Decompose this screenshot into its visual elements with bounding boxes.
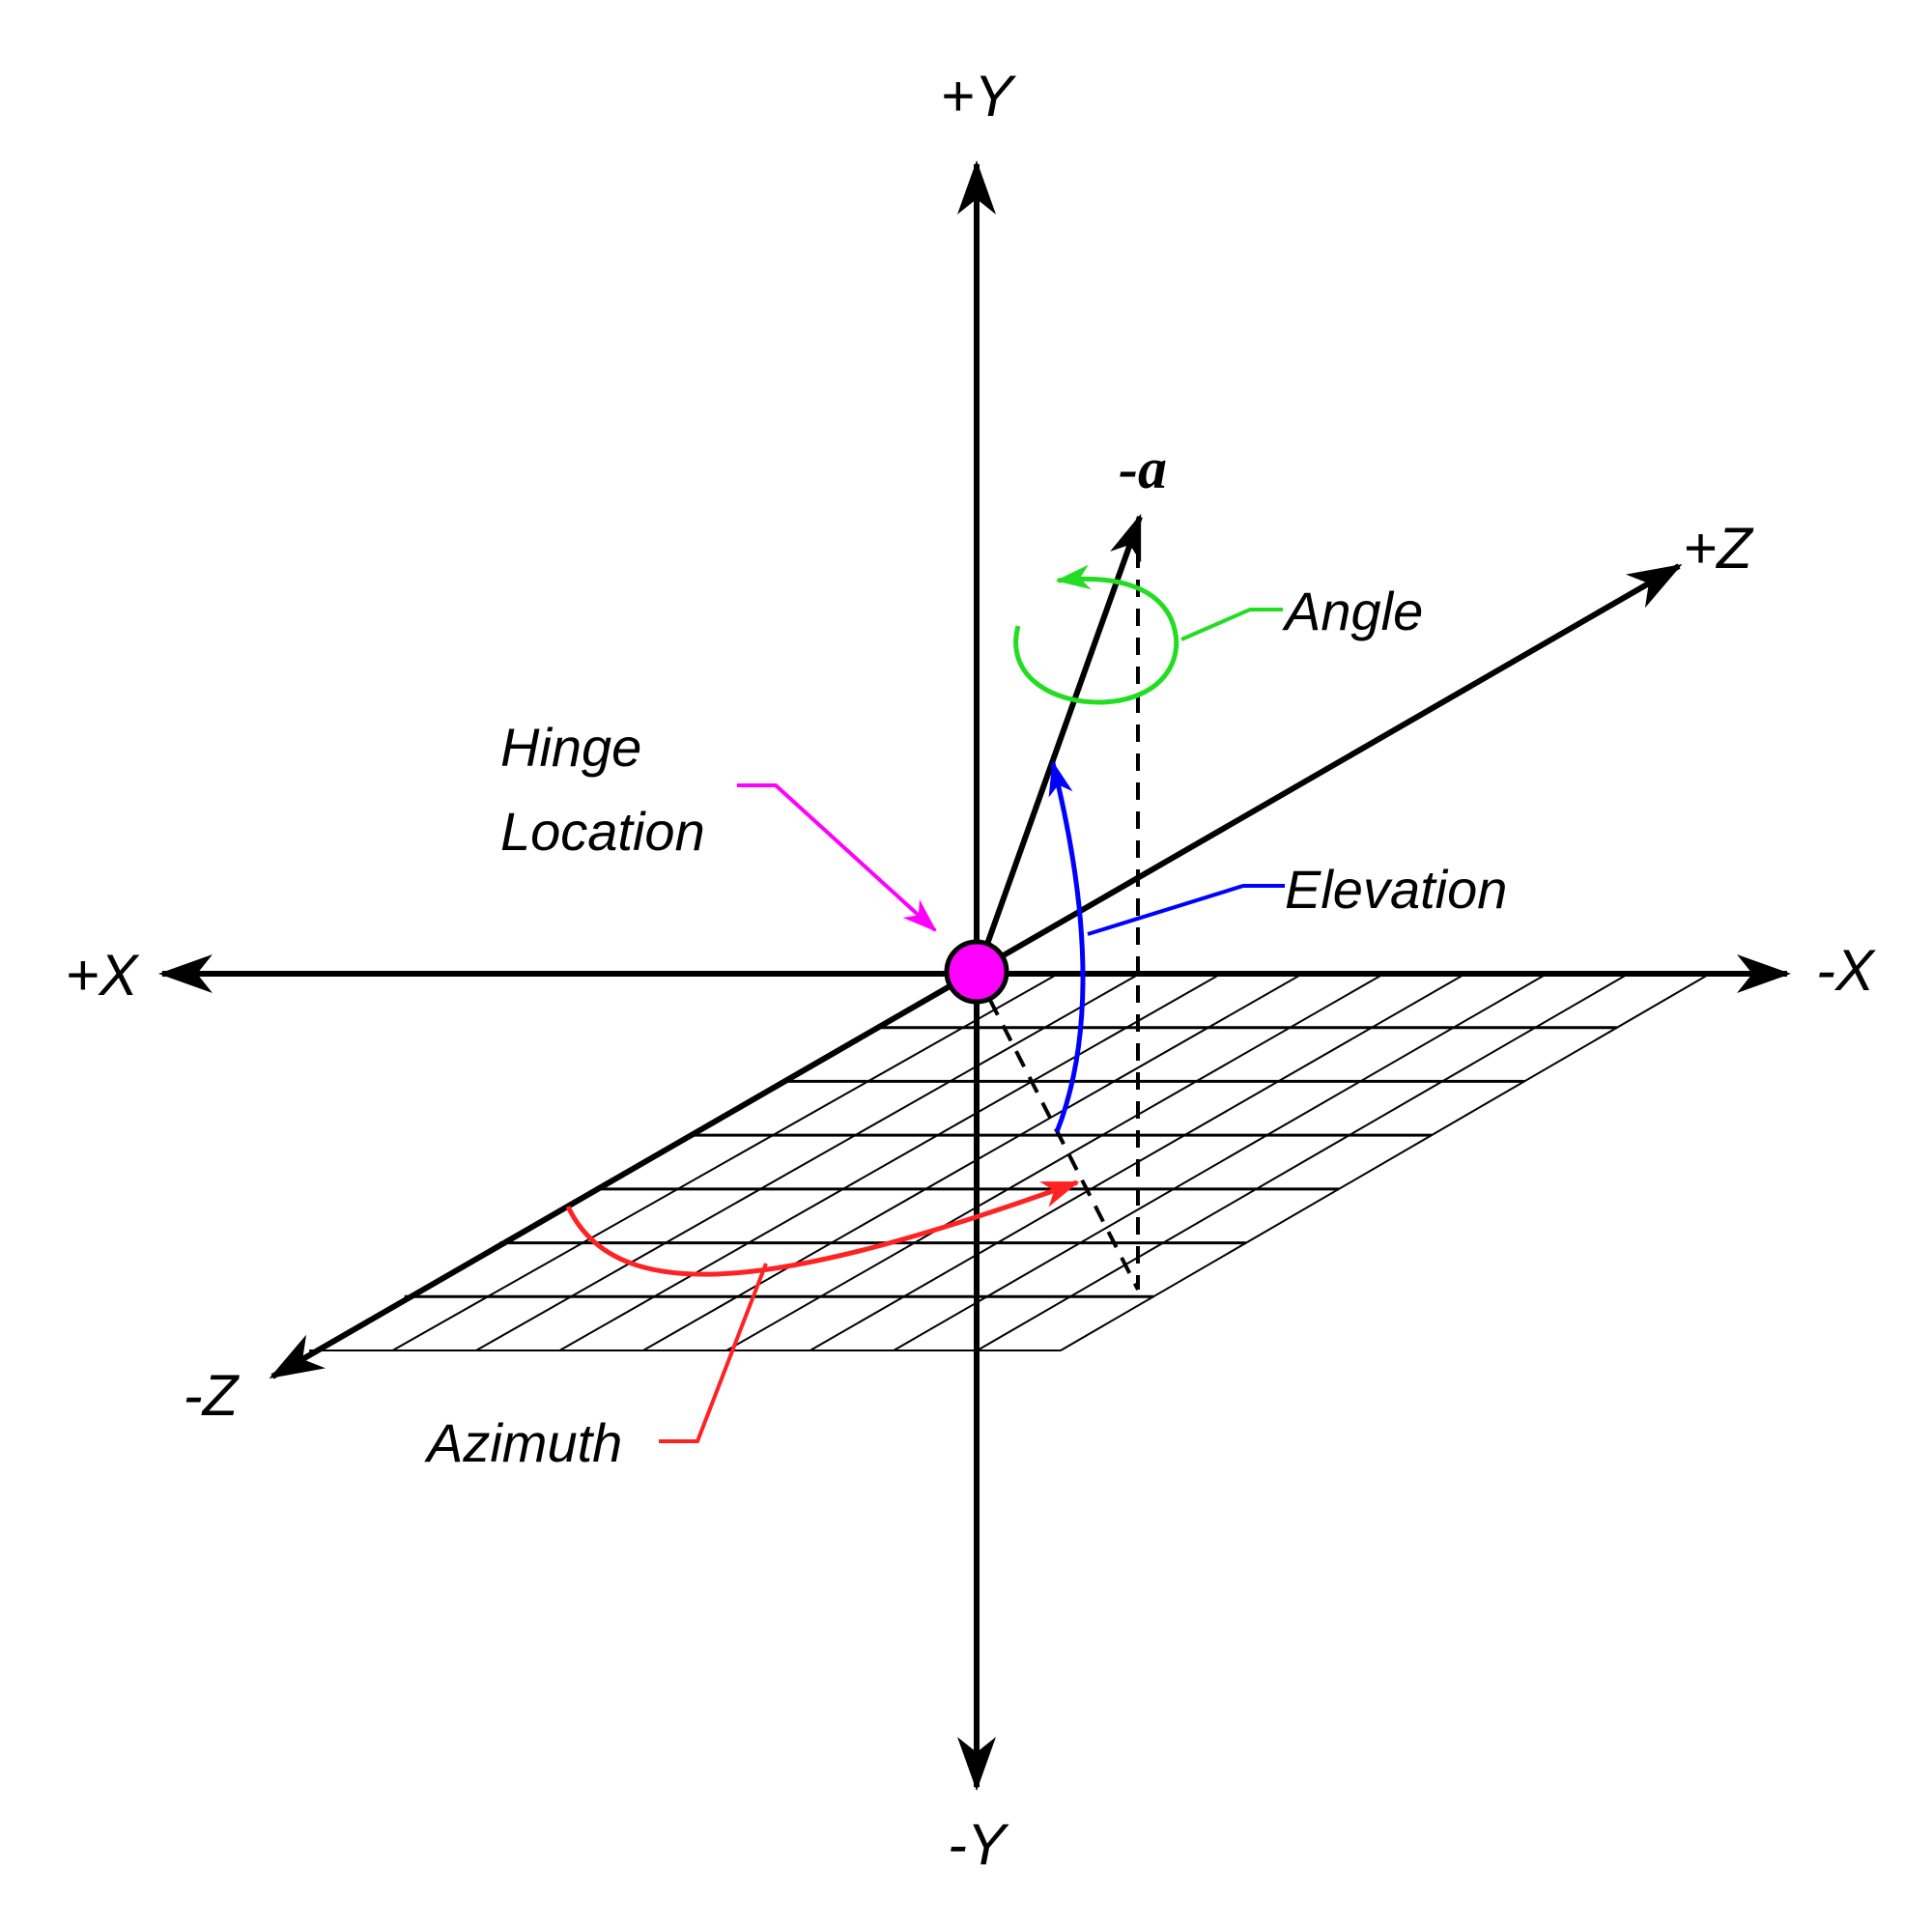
grid-column-line <box>642 973 1303 1351</box>
vector-label: -a <box>1119 437 1167 500</box>
grid-column-line <box>1060 973 1711 1351</box>
azimuth-arc <box>565 1179 1080 1277</box>
plus-z-label: +Z <box>1683 516 1754 581</box>
minus-x-label: -X <box>1816 938 1876 1003</box>
grid-column-line <box>893 973 1548 1351</box>
grid-column-line <box>391 973 1059 1351</box>
angle-label: Angle <box>1282 581 1423 641</box>
xz-grid <box>309 973 1711 1351</box>
grid-column-line <box>725 973 1385 1351</box>
plus-y-label: +Y <box>940 64 1016 128</box>
hinge-point <box>944 939 1009 1005</box>
plus-x-label: +X <box>65 943 139 1008</box>
angle-rotation-arc <box>1013 564 1179 705</box>
minus-y-label: -Y <box>948 1812 1009 1877</box>
hinge-leader <box>737 783 937 932</box>
angle-leader <box>1180 608 1283 641</box>
hinge-label-line2: Location <box>500 801 705 862</box>
minus-z-label: -Z <box>184 1363 241 1428</box>
grid-column-line <box>558 973 1222 1351</box>
elevation-arc <box>1048 760 1086 1133</box>
grid-column-line <box>475 973 1141 1351</box>
elevation-label: Elevation <box>1285 859 1507 920</box>
azimuth-leader <box>659 1263 768 1443</box>
azimuth-label: Azimuth <box>424 1412 622 1473</box>
vector-arrow <box>974 513 1143 976</box>
elevation-leader <box>1087 884 1285 936</box>
hinge-label-line1: Hinge <box>500 717 641 778</box>
